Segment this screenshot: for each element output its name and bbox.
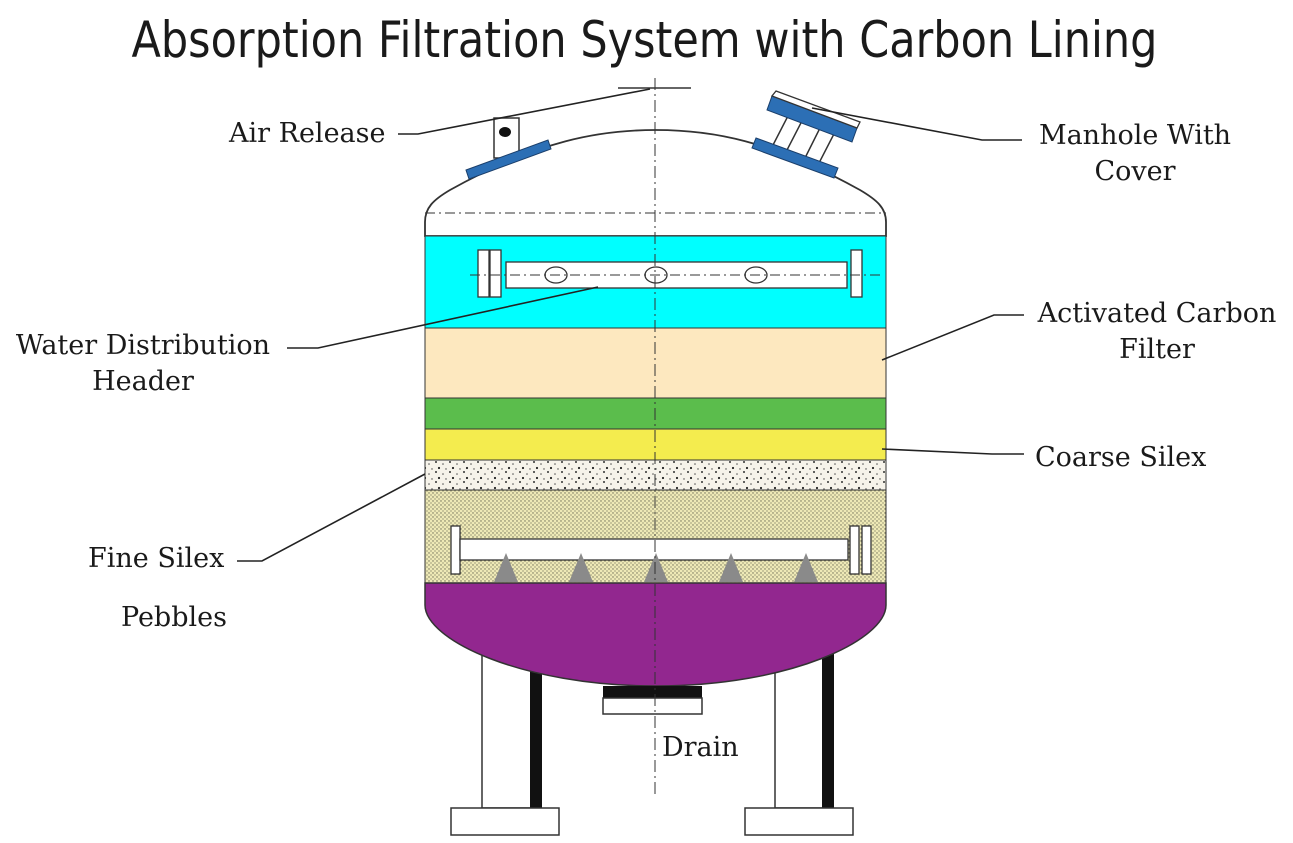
- label-water-distribution-header: Water Distribution Header: [12, 328, 274, 400]
- nozzle-3: [644, 553, 668, 582]
- bottom-collector: [450, 525, 872, 582]
- label-water-header-line1: Water Distribution: [15, 330, 271, 361]
- diagram-title: Absorption Filtration System with Carbon…: [131, 11, 1158, 69]
- label-air-release: Air Release: [229, 118, 386, 149]
- leader-fine-silex: [237, 473, 426, 562]
- air-release-valve: [465, 117, 552, 180]
- leader-coarse-silex: [881, 448, 1024, 455]
- label-water-header-line2: Header: [92, 366, 194, 397]
- right-leg-bar: [822, 640, 834, 808]
- label-activated-carbon-line2: Filter: [1119, 334, 1195, 365]
- right-foot-plate: [744, 807, 854, 836]
- leader-activated-carbon: [881, 314, 1024, 361]
- leader-air-release: [398, 88, 651, 135]
- air-release-flange: [465, 139, 552, 180]
- nozzle-4: [719, 553, 743, 582]
- nozzle-2: [569, 553, 593, 582]
- water-distribution-header: [470, 249, 880, 298]
- drain-flange-plate: [602, 697, 703, 715]
- label-pebbles: Pebbles: [121, 602, 227, 633]
- manhole-body-flange: [751, 137, 839, 179]
- nozzle-5: [794, 553, 818, 582]
- label-drain: Drain: [662, 732, 739, 763]
- drain-flange-black: [603, 686, 702, 698]
- leader-manhole: [811, 107, 1022, 141]
- leader-lines: [237, 88, 1024, 562]
- label-coarse-silex: Coarse Silex: [1035, 442, 1207, 473]
- label-activated-carbon: Activated Carbon Filter: [1032, 296, 1282, 368]
- label-manhole-line2: Cover: [1094, 156, 1176, 187]
- label-manhole-line1: Manhole With: [1038, 120, 1232, 151]
- left-foot-plate: [450, 807, 560, 836]
- label-manhole: Manhole With Cover: [1030, 118, 1240, 190]
- left-leg-bar: [530, 640, 542, 808]
- label-fine-silex: Fine Silex: [88, 543, 225, 574]
- nozzle-1: [494, 553, 518, 582]
- label-activated-carbon-line1: Activated Carbon: [1037, 298, 1277, 329]
- leader-water-header: [287, 286, 599, 349]
